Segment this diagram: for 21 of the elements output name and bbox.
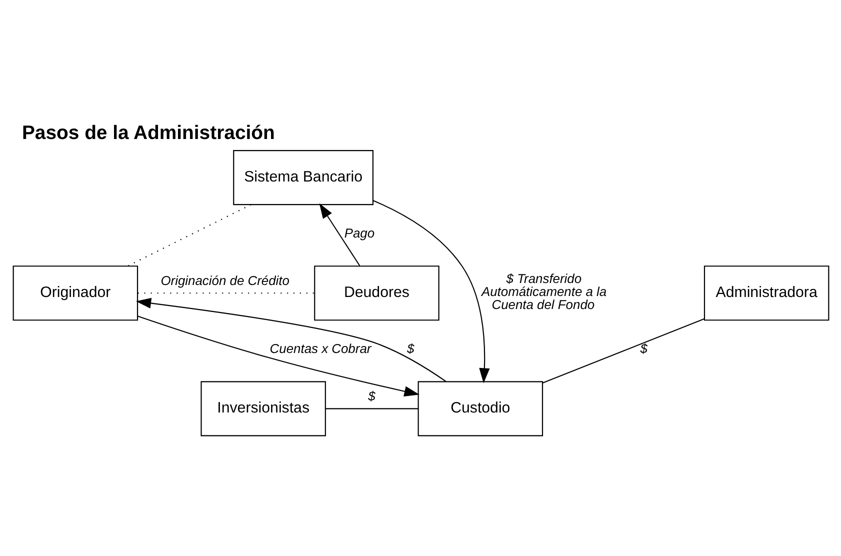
- edge-label: $: [368, 388, 375, 404]
- edge-label: $: [640, 341, 647, 356]
- arrow: [372, 200, 490, 384]
- connector: [127, 204, 251, 266]
- node-box: Custodio: [417, 381, 543, 436]
- arrow: [318, 203, 360, 266]
- edge-label: $ Transferido Automáticamente a la Cuenta del Fondo: [480, 270, 606, 312]
- node-box: Inversionistas: [200, 381, 326, 436]
- node-box: Deudores: [314, 266, 439, 321]
- edge-label: $: [406, 341, 414, 356]
- edge-label: Cuentas x Cobrar: [269, 341, 371, 356]
- arrow: [135, 298, 446, 382]
- connector: [325, 408, 418, 410]
- node-box: Sistema Bancario: [232, 150, 373, 206]
- node-box: Originador: [12, 266, 138, 321]
- connector: [542, 318, 704, 384]
- edge-label: Pago: [344, 226, 374, 241]
- edge-label: Originación de Crédito: [160, 273, 289, 288]
- arrow: [136, 316, 419, 397]
- node-box: Administradora: [703, 266, 829, 321]
- diagram-title: Pasos de la Administración: [21, 122, 274, 144]
